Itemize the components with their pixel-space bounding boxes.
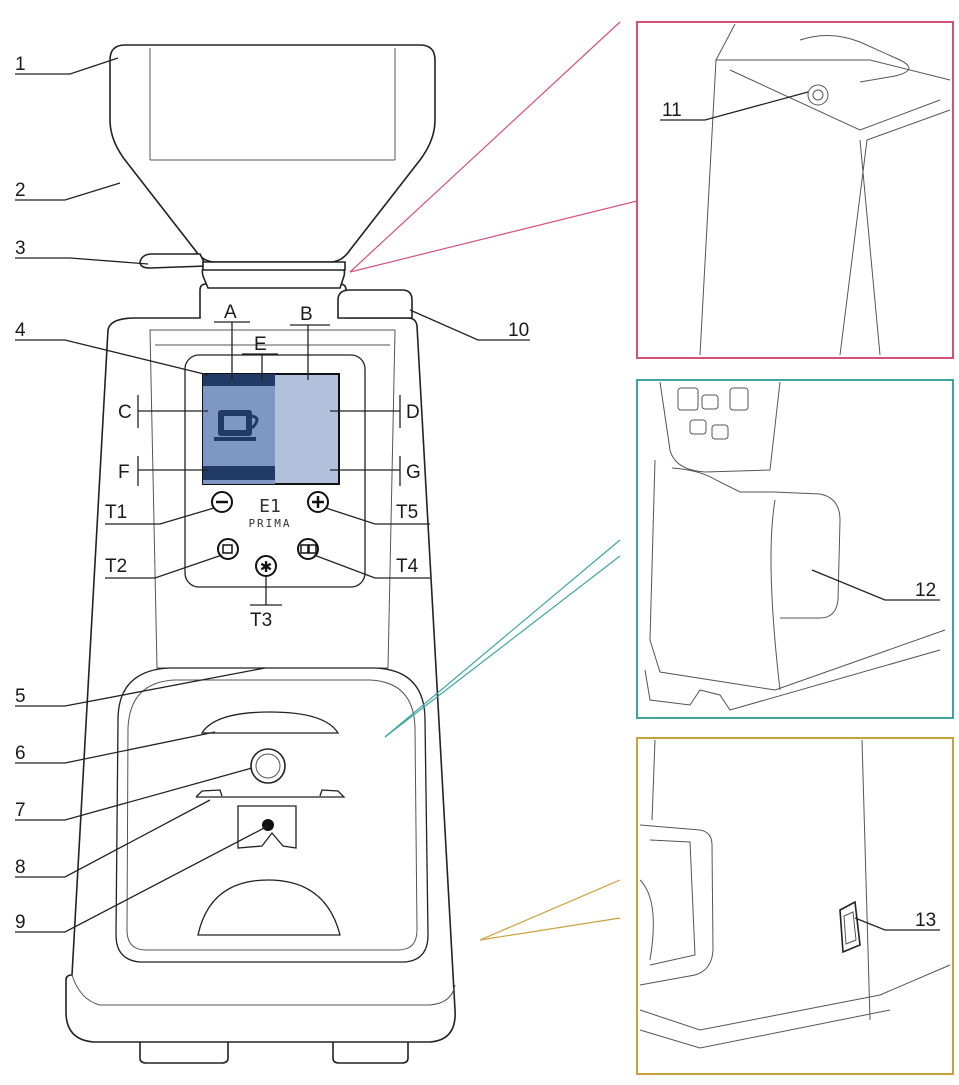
detail-panel-top: [636, 21, 954, 359]
label-F: F: [118, 462, 130, 483]
label-8: 8: [15, 857, 26, 878]
grinder-collar: [201, 267, 346, 289]
label-10: 10: [508, 320, 529, 341]
label-4: 4: [15, 320, 26, 341]
coffee-spout: [200, 711, 340, 734]
label-C: C: [118, 402, 132, 423]
label-T4: T4: [396, 556, 419, 577]
dosing-area: [115, 667, 429, 963]
coffee-cup-icon: [214, 410, 259, 441]
label-3: 3: [15, 238, 26, 259]
label-T5: T5: [396, 502, 418, 523]
label-T1: T1: [105, 502, 127, 523]
label-13: 13: [915, 910, 936, 931]
label-G: G: [406, 462, 421, 483]
double-cup-icon: [300, 544, 317, 554]
detail-middle-drawing: [644, 381, 946, 711]
display-bottom-bar: [203, 466, 275, 480]
hopper-shutter: [139, 253, 208, 269]
label-12: 12: [915, 580, 936, 601]
label-T3: T3: [250, 610, 272, 631]
label-9: 9: [15, 912, 26, 933]
control-panel-inner: [184, 354, 366, 588]
logo-line2: PRIMA: [248, 517, 291, 530]
menu-button[interactable]: ✱: [255, 555, 277, 577]
plus-button[interactable]: [307, 491, 329, 513]
hopper: [109, 44, 436, 263]
minus-button[interactable]: [211, 491, 233, 513]
logo-line1: E1: [259, 496, 281, 517]
fork-support: [237, 805, 297, 849]
control-panel: [149, 329, 396, 669]
leader-lines: [15, 57, 940, 933]
label-E: E: [254, 334, 267, 355]
label-6: 6: [15, 743, 26, 764]
detail-top-drawing: [699, 23, 951, 356]
single-cup-icon: [222, 544, 233, 554]
tray-arch: [197, 879, 341, 936]
single-dose-button[interactable]: [217, 538, 239, 560]
grinder-foot-left: [139, 1040, 229, 1064]
grinder-top-cap: [337, 289, 413, 319]
label-11: 11: [662, 100, 682, 121]
label-A: A: [224, 302, 237, 323]
detail-panel-bottom: [636, 737, 954, 1075]
plus-icon: [312, 496, 324, 508]
label-D: D: [406, 402, 420, 423]
star-icon: ✱: [260, 558, 273, 576]
display-top-bar: [203, 374, 275, 386]
label-B: B: [300, 304, 313, 325]
detail-panel-middle: [636, 379, 954, 719]
double-dose-button[interactable]: [297, 538, 319, 560]
label-5: 5: [15, 686, 26, 707]
portafilter-fork: [195, 789, 346, 798]
label-7: 7: [15, 800, 26, 821]
label-1: 1: [15, 54, 26, 75]
hopper-neck: [202, 261, 346, 271]
label-2: 2: [15, 180, 26, 201]
label-T2: T2: [105, 556, 127, 577]
grinder-foot-right: [332, 1040, 409, 1064]
detail-bottom-drawing: [639, 739, 951, 1049]
